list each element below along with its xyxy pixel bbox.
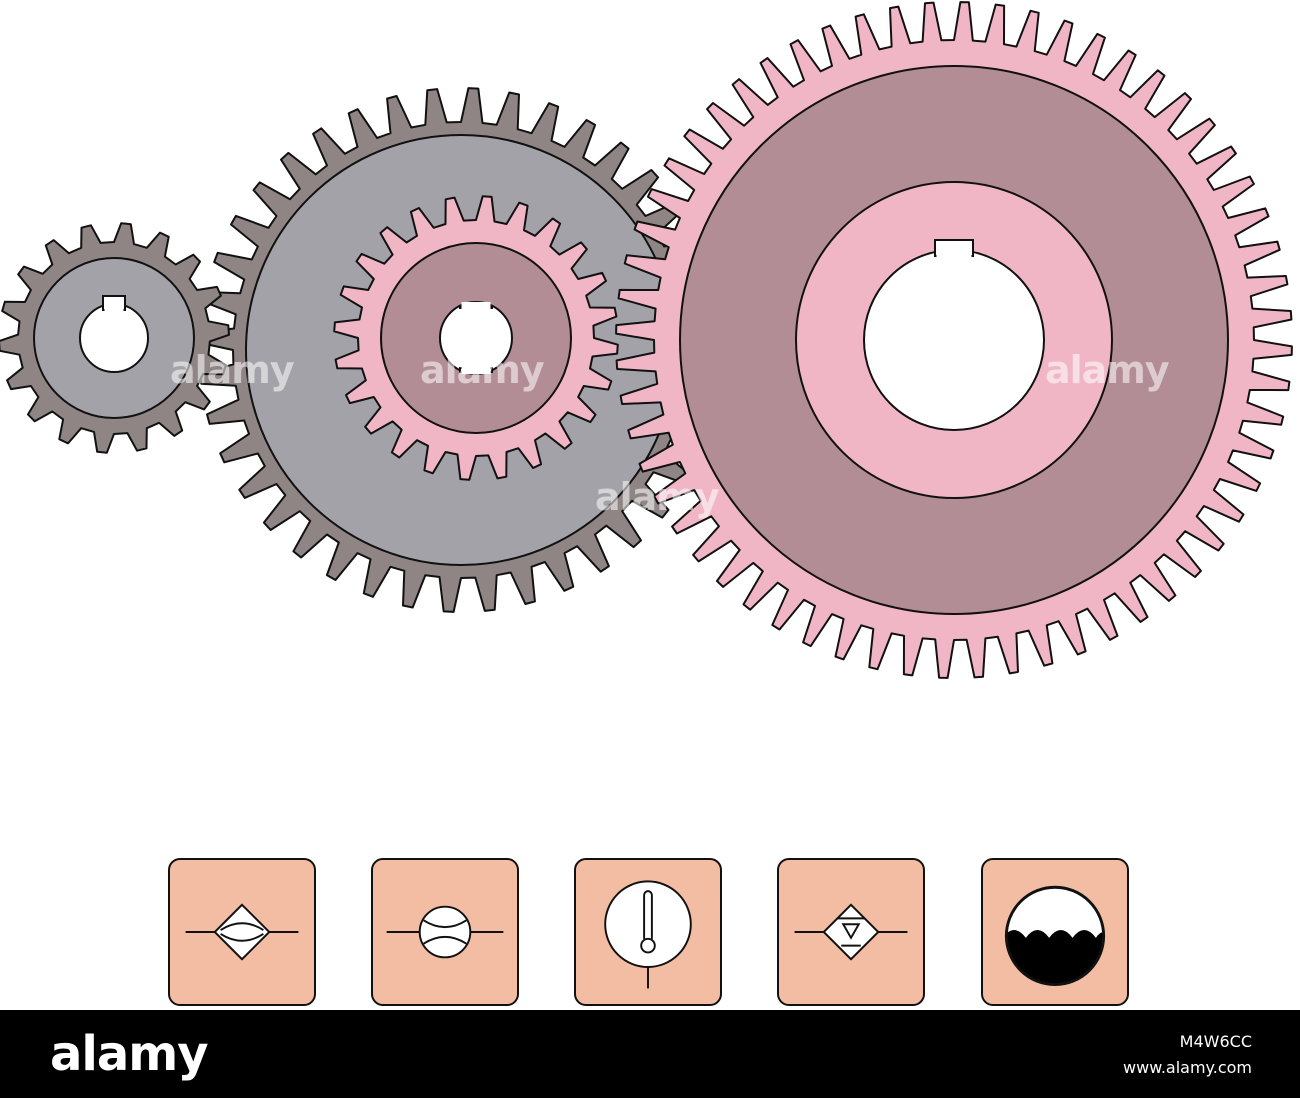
- site-url: www.alamy.com: [1123, 1058, 1252, 1077]
- filter-drain-icon: [777, 858, 925, 1006]
- image-id: M4W6CC: [1179, 1032, 1252, 1051]
- brand-logo: alamy: [50, 1026, 209, 1082]
- gear-train-illustration: [0, 1, 1293, 679]
- small-gray-gear: [0, 222, 230, 454]
- small-pink-gear: [333, 195, 619, 481]
- footer-bar: alamy M4W6CC www.alamy.com: [0, 1010, 1300, 1098]
- filter-diamond-icon: [168, 858, 316, 1006]
- flow-meter-icon: [371, 858, 519, 1006]
- tank-level-icon: [981, 858, 1129, 1006]
- large-pink-gear: [615, 1, 1293, 679]
- thermometer-icon: [574, 858, 722, 1006]
